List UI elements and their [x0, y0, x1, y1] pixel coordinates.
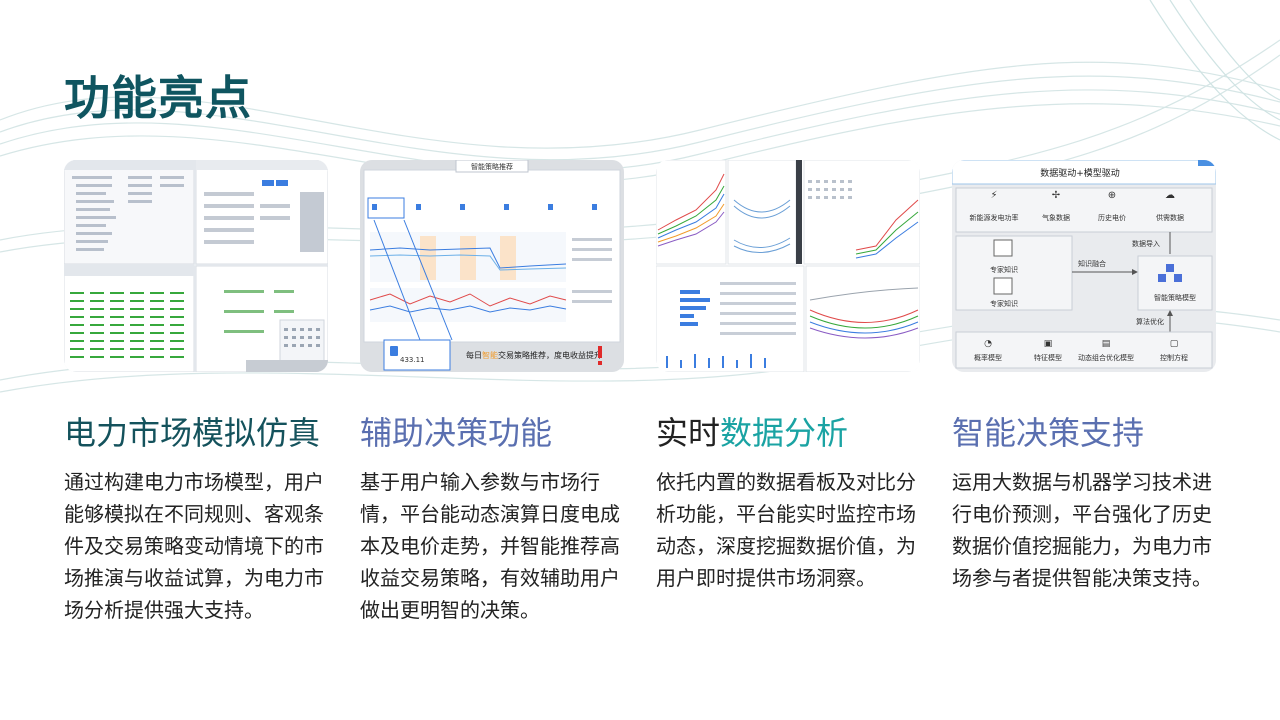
source-label: 供需数据 [1156, 213, 1184, 222]
bottom-label: 概率模型 [974, 353, 1002, 362]
shot-caption-a: 每日 [466, 350, 482, 360]
layers-icon: ▤ [1102, 339, 1111, 349]
feature-card-decision-assist: 智能策略推荐 433.11 [360, 160, 624, 622]
shot-caption-c: 交易策略推荐，度电收益提升 [498, 350, 602, 360]
feature-card-market-simulation: 电力市场模拟仿真 通过构建电力市场模型，用户能够模拟在不同规则、客观条件及交易策… [64, 160, 328, 622]
source-label: 新能源发电功率 [970, 213, 1019, 222]
control-icon: ▢ [1170, 339, 1179, 349]
market-simulation-screenshot [64, 160, 328, 372]
algo-label: 算法优化 [1136, 317, 1164, 326]
shot-caption: 每日智能交易策略推荐，度电收益提升 [466, 350, 602, 360]
source-label: 历史电价 [1098, 213, 1126, 222]
bottom-label: 特征模型 [1034, 353, 1062, 362]
card-heading-part: 电力 [64, 414, 129, 452]
shot-header: 智能策略推荐 [471, 162, 513, 171]
realtime-analysis-screenshot [656, 160, 920, 372]
card-description: 运用大数据与机器学习技术进行电价预测，平台强化了历史数据价值挖掘能力，为电力市场… [952, 470, 1212, 590]
card-heading-part: 市场模拟仿真 [128, 414, 321, 452]
card-heading-part: 实时 [656, 414, 721, 452]
model-label: 智能策略模型 [1154, 293, 1196, 302]
shot-value: 433.11 [400, 356, 425, 364]
card-heading-part: 数据分析 [720, 414, 849, 452]
source-label: 气象数据 [1042, 213, 1070, 222]
data-import-label: 数据导入 [1132, 239, 1160, 248]
fusion-label: 知识融合 [1078, 259, 1106, 268]
expert-label: 专家知识 [990, 265, 1018, 274]
card-description: 依托内置的数据看板及对比分析功能，平台能实时监控市场动态，深度挖掘数据价值，为用… [656, 470, 916, 590]
intelligent-decision-diagram: 数据驱动+模型驱动 ⚡ ✢ ⊕ ☁ 新能源发电功率 气象数据 历史电价 供需数据… [952, 160, 1216, 372]
card-heading: 辅助决策功能 [360, 414, 553, 452]
card-heading: 实时数据分析 [656, 408, 848, 454]
shot-caption-b: 智能 [482, 350, 498, 360]
solar-icon: ⚡ [990, 190, 997, 201]
feature-card-realtime-analysis: 实时数据分析 依托内置的数据看板及对比分析功能，平台能实时监控市场动态，深度挖掘… [656, 160, 920, 590]
card-heading: 智能决策支持 [952, 414, 1145, 452]
bottom-label: 控制方程 [1160, 353, 1188, 362]
chart-icon: ▣ [1044, 339, 1053, 349]
card-heading: 电力市场模拟仿真 [64, 408, 320, 454]
card-description: 基于用户输入参数与市场行情，平台能动态演算日度电成本及电价走势，并智能推荐高收益… [360, 470, 620, 622]
pie-icon: ◔ [984, 339, 992, 349]
price-icon: ⊕ [1108, 190, 1116, 201]
cloud-icon: ☁ [1165, 190, 1175, 201]
expert-label: 专家知识 [990, 299, 1018, 308]
feature-card-intelligent-decision: 数据驱动+模型驱动 ⚡ ✢ ⊕ ☁ 新能源发电功率 气象数据 历史电价 供需数据… [952, 160, 1216, 590]
decision-assist-screenshot: 智能策略推荐 433.11 [360, 160, 624, 372]
banner-label: 数据驱动+模型驱动 [1040, 167, 1120, 179]
fan-icon: ✢ [1052, 190, 1060, 201]
model-cubes-icon [1158, 264, 1182, 282]
bottom-label: 动态组合优化模型 [1078, 353, 1134, 362]
page-title: 功能亮点 [64, 71, 252, 125]
card-description: 通过构建电力市场模型，用户能够模拟在不同规则、客观条件及交易策略变动情境下的市场… [64, 470, 324, 622]
